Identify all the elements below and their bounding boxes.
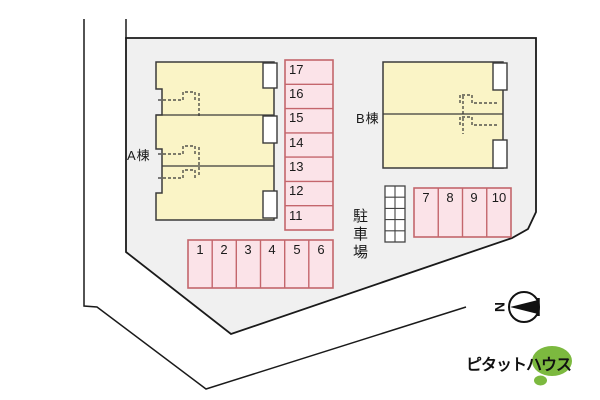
stall-4-label: 4	[268, 242, 276, 257]
stall-10-label: 10	[491, 190, 507, 205]
compass-north-label: N	[492, 301, 508, 313]
road-edge-outer	[83, 19, 467, 390]
stall-11-label: 11	[289, 208, 303, 223]
stall-1-label: 1	[196, 242, 204, 257]
building-b-balcony-top	[492, 62, 508, 91]
parking-column-left	[284, 59, 334, 231]
stall-12-label: 12	[289, 183, 304, 198]
bike-rack-grid-lines	[385, 186, 405, 242]
stall-16-label: 16	[289, 86, 304, 101]
stall-13-label: 13	[289, 159, 304, 174]
stall-8-label: 8	[446, 190, 454, 205]
stall-9-label: 9	[470, 190, 478, 205]
building-a-floor-dividers	[156, 114, 274, 167]
building-b-balcony-bottom	[492, 139, 508, 169]
building-a	[155, 61, 275, 221]
building-a-balcony-bottom	[262, 190, 278, 219]
building-b-label: B棟	[356, 111, 380, 126]
building-a-balcony-mid	[262, 115, 278, 144]
stall-6-label: 6	[317, 242, 325, 257]
compass-icon	[508, 291, 540, 323]
parking-area-label: 駐車場	[351, 208, 368, 262]
building-a-label: A棟	[127, 148, 151, 163]
logo-balloon-icon	[532, 346, 572, 386]
stall-15-label: 15	[289, 110, 304, 125]
logo-text: ピタットハウス	[466, 357, 572, 374]
parking-row-bottom-dividers	[211, 240, 310, 288]
parking-row-right-dividers	[437, 188, 488, 237]
building-b-stairs	[459, 94, 497, 134]
stall-17-label: 17	[289, 62, 304, 77]
stall-5-label: 5	[293, 242, 301, 257]
stall-7-label: 7	[422, 190, 430, 205]
stall-2-label: 2	[220, 242, 228, 257]
building-a-balcony-top	[262, 62, 278, 89]
stall-14-label: 14	[289, 135, 304, 150]
building-a-stairs	[158, 91, 200, 179]
stall-3-label: 3	[244, 242, 252, 257]
parking-column-left-dividers	[285, 83, 333, 207]
building-b	[382, 61, 504, 169]
